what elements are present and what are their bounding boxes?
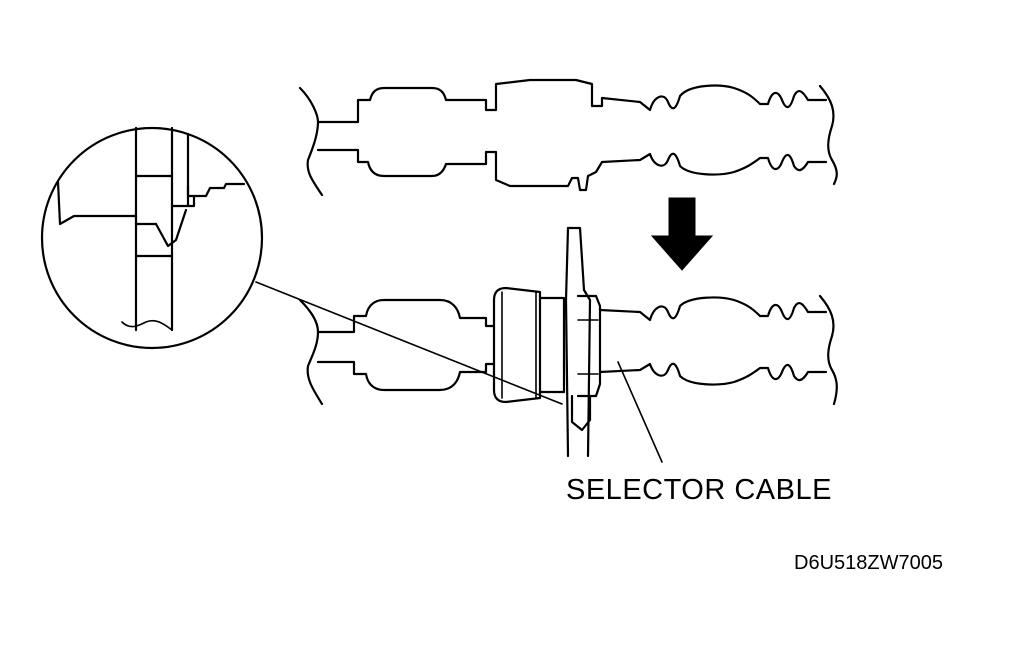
detail-magnifier bbox=[40, 126, 264, 350]
figure-code: D6U518ZW7005 bbox=[794, 552, 943, 574]
arrow-down-icon bbox=[650, 197, 714, 271]
cable-before-install bbox=[298, 78, 838, 197]
selector-cable-label: SELECTOR CABLE bbox=[566, 474, 832, 506]
detail-leader-line bbox=[255, 281, 563, 405]
callout-leader-line bbox=[617, 361, 663, 463]
cable-installed bbox=[298, 226, 838, 458]
